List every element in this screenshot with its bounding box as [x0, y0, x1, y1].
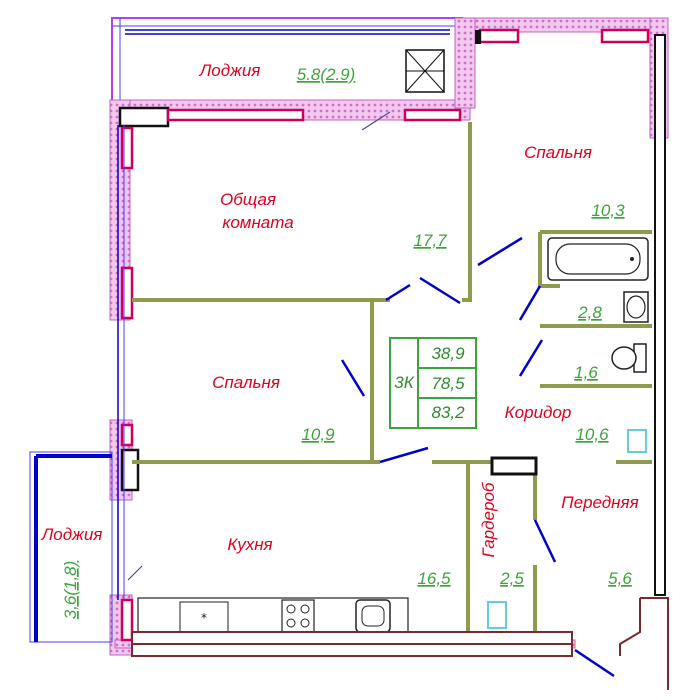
doors: [127, 111, 615, 678]
loggia-left-area: 3,6(1,8): [61, 561, 80, 620]
wardrobe-frame: [490, 456, 538, 476]
wardrobe-name: Гардероб: [479, 481, 498, 557]
bedroom-right-name: Спальня: [524, 143, 592, 162]
living-room-area: 17,7: [413, 231, 447, 250]
loggia-top-area: 5.8(2.9): [297, 65, 356, 84]
bedroom-left-area: 10,9: [301, 425, 335, 444]
loggia-left: [29, 451, 113, 643]
total-area-with-loggias: 83,2: [431, 403, 465, 422]
loggia-top-name: Лоджия: [199, 61, 261, 80]
toilet-icon: [611, 343, 647, 373]
apartment-summary: 3К 38,9 78,5 83,2: [389, 337, 477, 429]
left-windows: [117, 125, 125, 600]
svg-text:*: *: [201, 611, 207, 625]
corridor-area: 10,6: [575, 425, 609, 444]
living-room-name-line1: Общая: [220, 190, 276, 209]
apartment-type: 3К: [394, 373, 414, 392]
loggia-top: [111, 17, 463, 103]
exterior-walls: [109, 17, 669, 656]
kitchen-sink-icon: [355, 599, 391, 633]
toilet-area: 1,6: [574, 363, 598, 382]
living-room-name-line2: комната: [222, 213, 293, 232]
living-area-total: 38,9: [431, 344, 465, 363]
vent-icon: [487, 429, 647, 629]
kitchen-name: Кухня: [227, 535, 272, 554]
partitions: [132, 122, 652, 632]
hall-name: Передняя: [561, 493, 638, 512]
corridor-name: Коридор: [505, 403, 572, 422]
wardrobe-area: 2,5: [499, 569, 524, 588]
entrance-walls: [131, 597, 669, 690]
hall-area: 5,6: [608, 569, 632, 588]
bathroom-area: 2,8: [577, 303, 602, 322]
loggia-left-name: Лоджия: [41, 525, 103, 544]
bedroom-left-name: Спальня: [212, 373, 280, 392]
bedroom-right-area: 10,3: [591, 201, 625, 220]
kitchen-area: 16,5: [417, 569, 451, 588]
stove-icon: [281, 599, 315, 633]
bathtub-icon: [547, 237, 649, 281]
sink-icon: [623, 291, 649, 323]
total-area: 78,5: [431, 374, 465, 393]
